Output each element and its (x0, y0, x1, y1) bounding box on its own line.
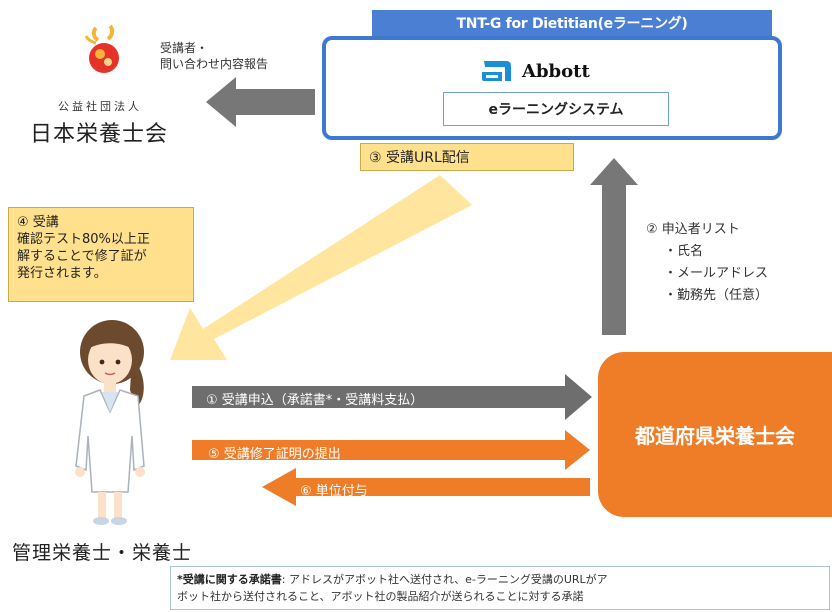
submit-label: ⑤ 受講修了証明の提出 (208, 447, 341, 462)
footnote-text-1: : アドレスがアボット社へ送付され、e-ラーニング受講のURLがア (281, 573, 608, 586)
abbott-name: Abbott (522, 60, 590, 82)
submit-arrow (192, 430, 590, 470)
association-subtitle: 公益社団法人 (58, 100, 142, 113)
applicant-list-arrow (590, 158, 638, 335)
report-label-line-1: 受講者・ (160, 41, 209, 55)
association-name: 日本栄養士会 (30, 122, 169, 147)
attend-line-3: 発行されます。 (17, 266, 107, 281)
credit-label: ⑥ 単位付与 (300, 484, 368, 499)
credit-arrow (262, 468, 590, 506)
attend-title: ④ 受講 (17, 215, 59, 230)
applicant-item-workplace: ・勤務先（任意） (664, 288, 769, 303)
attend-line-2: 解することで修了証が (17, 249, 147, 264)
footnote-line-1: *受講に関する承諾書: アドレスがアボット社へ送付され、e-ラーニング受講のUR… (177, 571, 823, 588)
consent-footnote: *受講に関する承諾書: アドレスがアボット社へ送付され、e-ラーニング受講のUR… (170, 566, 830, 610)
dietitian-illustration (75, 320, 145, 525)
abbott-icon (482, 61, 511, 81)
abbott-logo: Abbott (480, 58, 590, 84)
person-caption: 管理栄養士・栄養士 (12, 542, 193, 564)
attend-box: ④ 受講 確認テスト80%以上正 解することで修了証が 発行されます。 (8, 207, 194, 302)
prefecture-association-box: 都道府県栄養士会 (598, 352, 832, 517)
url-distribution-arrow (170, 175, 472, 360)
association-logo (84, 24, 119, 73)
footnote-text-2: ボット社から送付されること、アボット社の製品紹介が送られることに対する承諾 (177, 590, 584, 603)
url-distribution-box: ③ 受講URL配信 (360, 143, 574, 171)
apply-label: ① 受講申込（承諾書*・受講料支払） (206, 393, 424, 408)
report-label: 受講者・ 問い合わせ内容報告 (160, 40, 268, 72)
course-banner: TNT-G for Dietitian(eラーニング) (372, 10, 772, 36)
apply-arrow (192, 374, 592, 420)
applicant-item-name: ・氏名 (664, 244, 704, 259)
applicant-item-email: ・メールアドレス (664, 266, 769, 281)
elearning-system-box: eラーニングシステム (443, 92, 669, 126)
report-arrow (206, 77, 315, 127)
footnote-label: *受講に関する承諾書 (177, 573, 282, 586)
applicant-list-title: ② 申込者リスト (646, 222, 740, 237)
report-label-line-2: 問い合わせ内容報告 (160, 57, 269, 71)
attend-line-1: 確認テスト80%以上正 (17, 232, 150, 247)
